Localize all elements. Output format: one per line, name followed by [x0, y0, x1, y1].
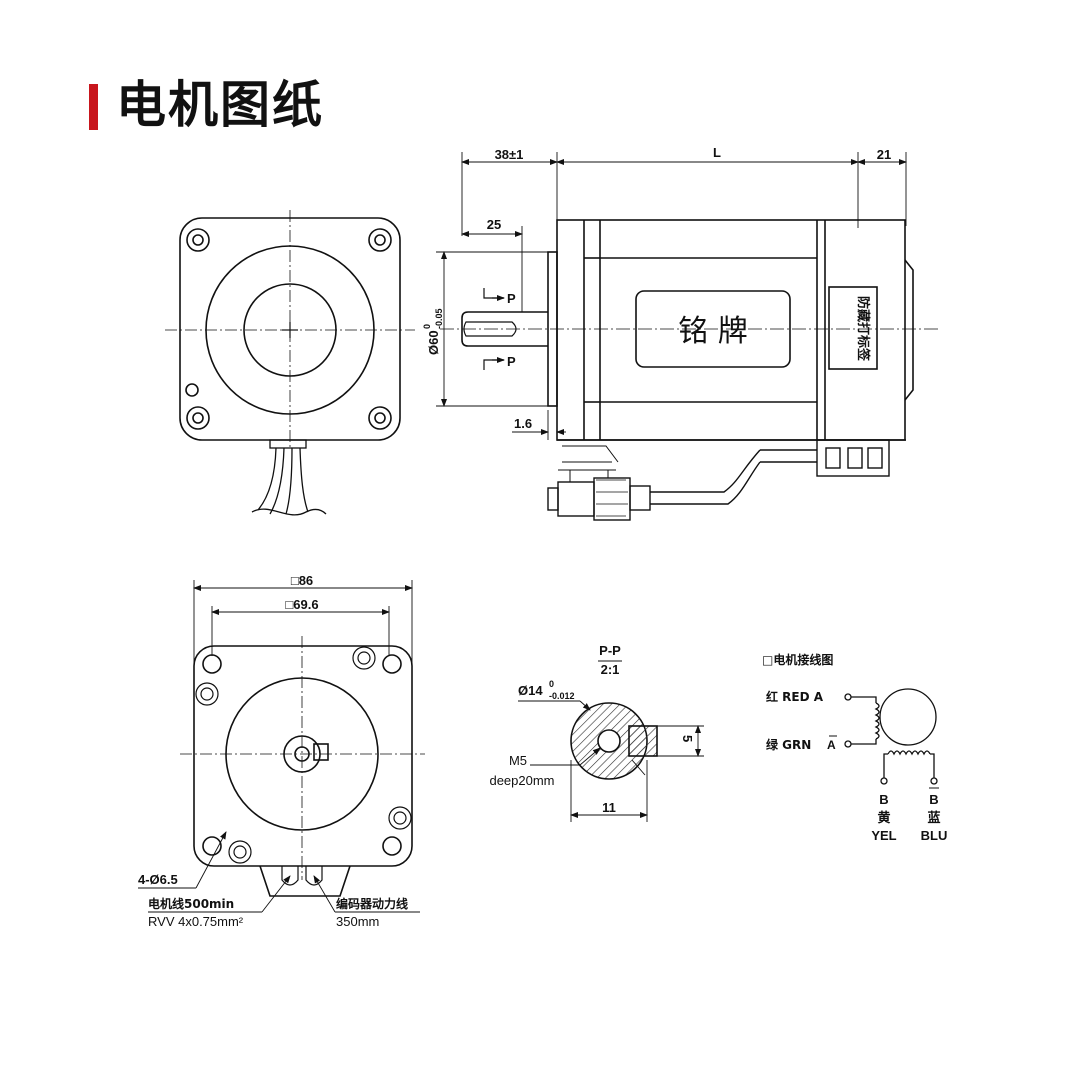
- front-mount-holes: [185, 228, 392, 430]
- section-diameter-tol-upper: 0: [549, 679, 554, 689]
- coil-b: [887, 750, 931, 756]
- bottom-flange-outline: [193, 645, 413, 867]
- section-key-width: 5: [680, 735, 695, 742]
- bottom-cable-glands: [281, 866, 323, 886]
- wiring-b-right: B: [929, 792, 938, 807]
- side-flange-thickness-dim: [512, 410, 566, 440]
- dim-outer: □86: [291, 573, 313, 588]
- section-dimensions: [518, 700, 704, 822]
- wiring-blue-en: BLU: [921, 828, 948, 843]
- side-view: [436, 152, 938, 521]
- section-mark-top: P: [507, 291, 516, 306]
- section-diameter-tol-lower: -0.012: [549, 691, 575, 701]
- bottom-screws: [195, 646, 412, 864]
- bottom-cable-outlet: [259, 865, 351, 897]
- section-mark-bottom: P: [507, 354, 516, 369]
- side-spigot-dimension: [436, 251, 548, 407]
- shaft-section: [518, 660, 704, 822]
- dim-rear: 21: [877, 147, 891, 162]
- section-title: P-P: [599, 643, 621, 658]
- wiring-title: □电机接线图: [762, 652, 833, 667]
- side-shaft-key: [463, 321, 517, 337]
- encoder-cable-label: 编码器动力线: [335, 896, 408, 911]
- dim-spigot-group: Ø60 0 -0.05: [422, 308, 444, 355]
- section-thread-hole: [597, 729, 621, 753]
- encoder-cable-length: 350mm: [336, 914, 379, 929]
- nameplate-label: 铭 牌: [678, 314, 748, 349]
- coil-a: [874, 702, 880, 740]
- dim-spigot-tol-lower: -0.05: [434, 308, 444, 329]
- bottom-top-dimensions: [193, 580, 413, 662]
- side-top-dimensions: [461, 152, 907, 312]
- wiring-b-left: B: [879, 792, 888, 807]
- section-width: 11: [602, 800, 616, 815]
- anti-counterfeit-label: 防藏打标签: [855, 296, 871, 362]
- anti-counterfeit-box: [828, 286, 878, 370]
- dim-length: L: [713, 145, 721, 160]
- bottom-leader-lines: [138, 831, 420, 913]
- wiring-red-label: 红 RED A: [766, 689, 824, 704]
- front-cable-bundle: [251, 439, 327, 516]
- bottom-view: [138, 580, 425, 913]
- section-key: [628, 725, 658, 757]
- section-p-marks: [483, 288, 505, 370]
- bottom-centerlines: [180, 636, 425, 880]
- wiring-diagram: [829, 688, 939, 789]
- wiring-blue-cn: 蓝: [927, 810, 940, 826]
- wiring-green-label: 绿 GRN: [766, 737, 811, 752]
- motor-cable-label: 电机线500min: [148, 896, 234, 911]
- wiring-yellow-cn: 黄: [877, 810, 890, 826]
- dim-holes: 4-Ø6.5: [138, 872, 178, 887]
- dim-spigot-tol-upper: 0: [422, 324, 432, 329]
- wiring-yellow-en: YEL: [871, 828, 896, 843]
- section-scale: 2:1: [601, 662, 620, 677]
- front-view: [165, 210, 415, 516]
- dim-spigot: Ø60: [426, 330, 441, 355]
- bottom-mount-holes: [202, 654, 402, 856]
- title-accent-bar: [89, 84, 98, 130]
- dim-flange: 38±1: [495, 147, 524, 162]
- wiring-rotor-circle: [879, 688, 937, 746]
- motor-cable-spec: RVV 4x0.75mm²: [148, 914, 244, 929]
- section-diameter: Ø14: [518, 683, 543, 698]
- section-thread: M5: [509, 753, 527, 768]
- encoder-connector: [547, 439, 906, 521]
- dim-shaft-length: 25: [487, 217, 501, 232]
- page-title: 电机图纸: [116, 76, 324, 134]
- nameplate-box: [635, 290, 791, 368]
- section-thread-depth: deep20mm: [489, 773, 554, 788]
- wiring-green-phase: A: [827, 738, 836, 752]
- dim-flange-thickness: 1.6: [514, 416, 532, 431]
- dim-hole-pitch: □69.6: [285, 597, 318, 612]
